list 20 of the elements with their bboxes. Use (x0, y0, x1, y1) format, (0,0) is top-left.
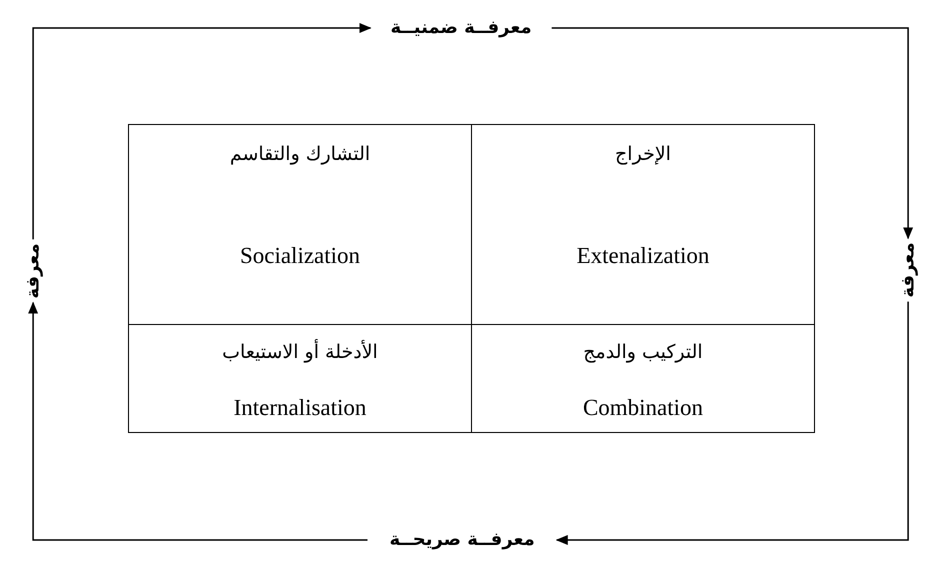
side-label: معرفــة صريحــة (390, 529, 535, 550)
cell-text: التركيب والدمج (583, 341, 703, 363)
cell-text: Extenalization (576, 243, 710, 269)
cell-text: Socialization (240, 243, 360, 269)
cell-text: الأدخلة أو الاستيعاب (222, 341, 378, 363)
arrow (28, 302, 368, 541)
side-label: معرفة (22, 243, 44, 299)
cell-text: الإخراج (615, 143, 671, 165)
arrow (32, 23, 372, 240)
table-cell (128, 124, 472, 325)
side-label: معرفة (897, 242, 918, 298)
cell-text: Combination (582, 395, 704, 421)
cell-text: التشارك والتقاسم (230, 143, 370, 165)
side-label: معرفــة ضمنيــة (390, 17, 532, 38)
table-cell (471, 124, 815, 325)
arrow (556, 302, 909, 545)
table-cell (128, 324, 472, 433)
arrow (552, 27, 914, 240)
cell-text: Internalisation (234, 395, 366, 421)
table-cell (471, 324, 815, 433)
